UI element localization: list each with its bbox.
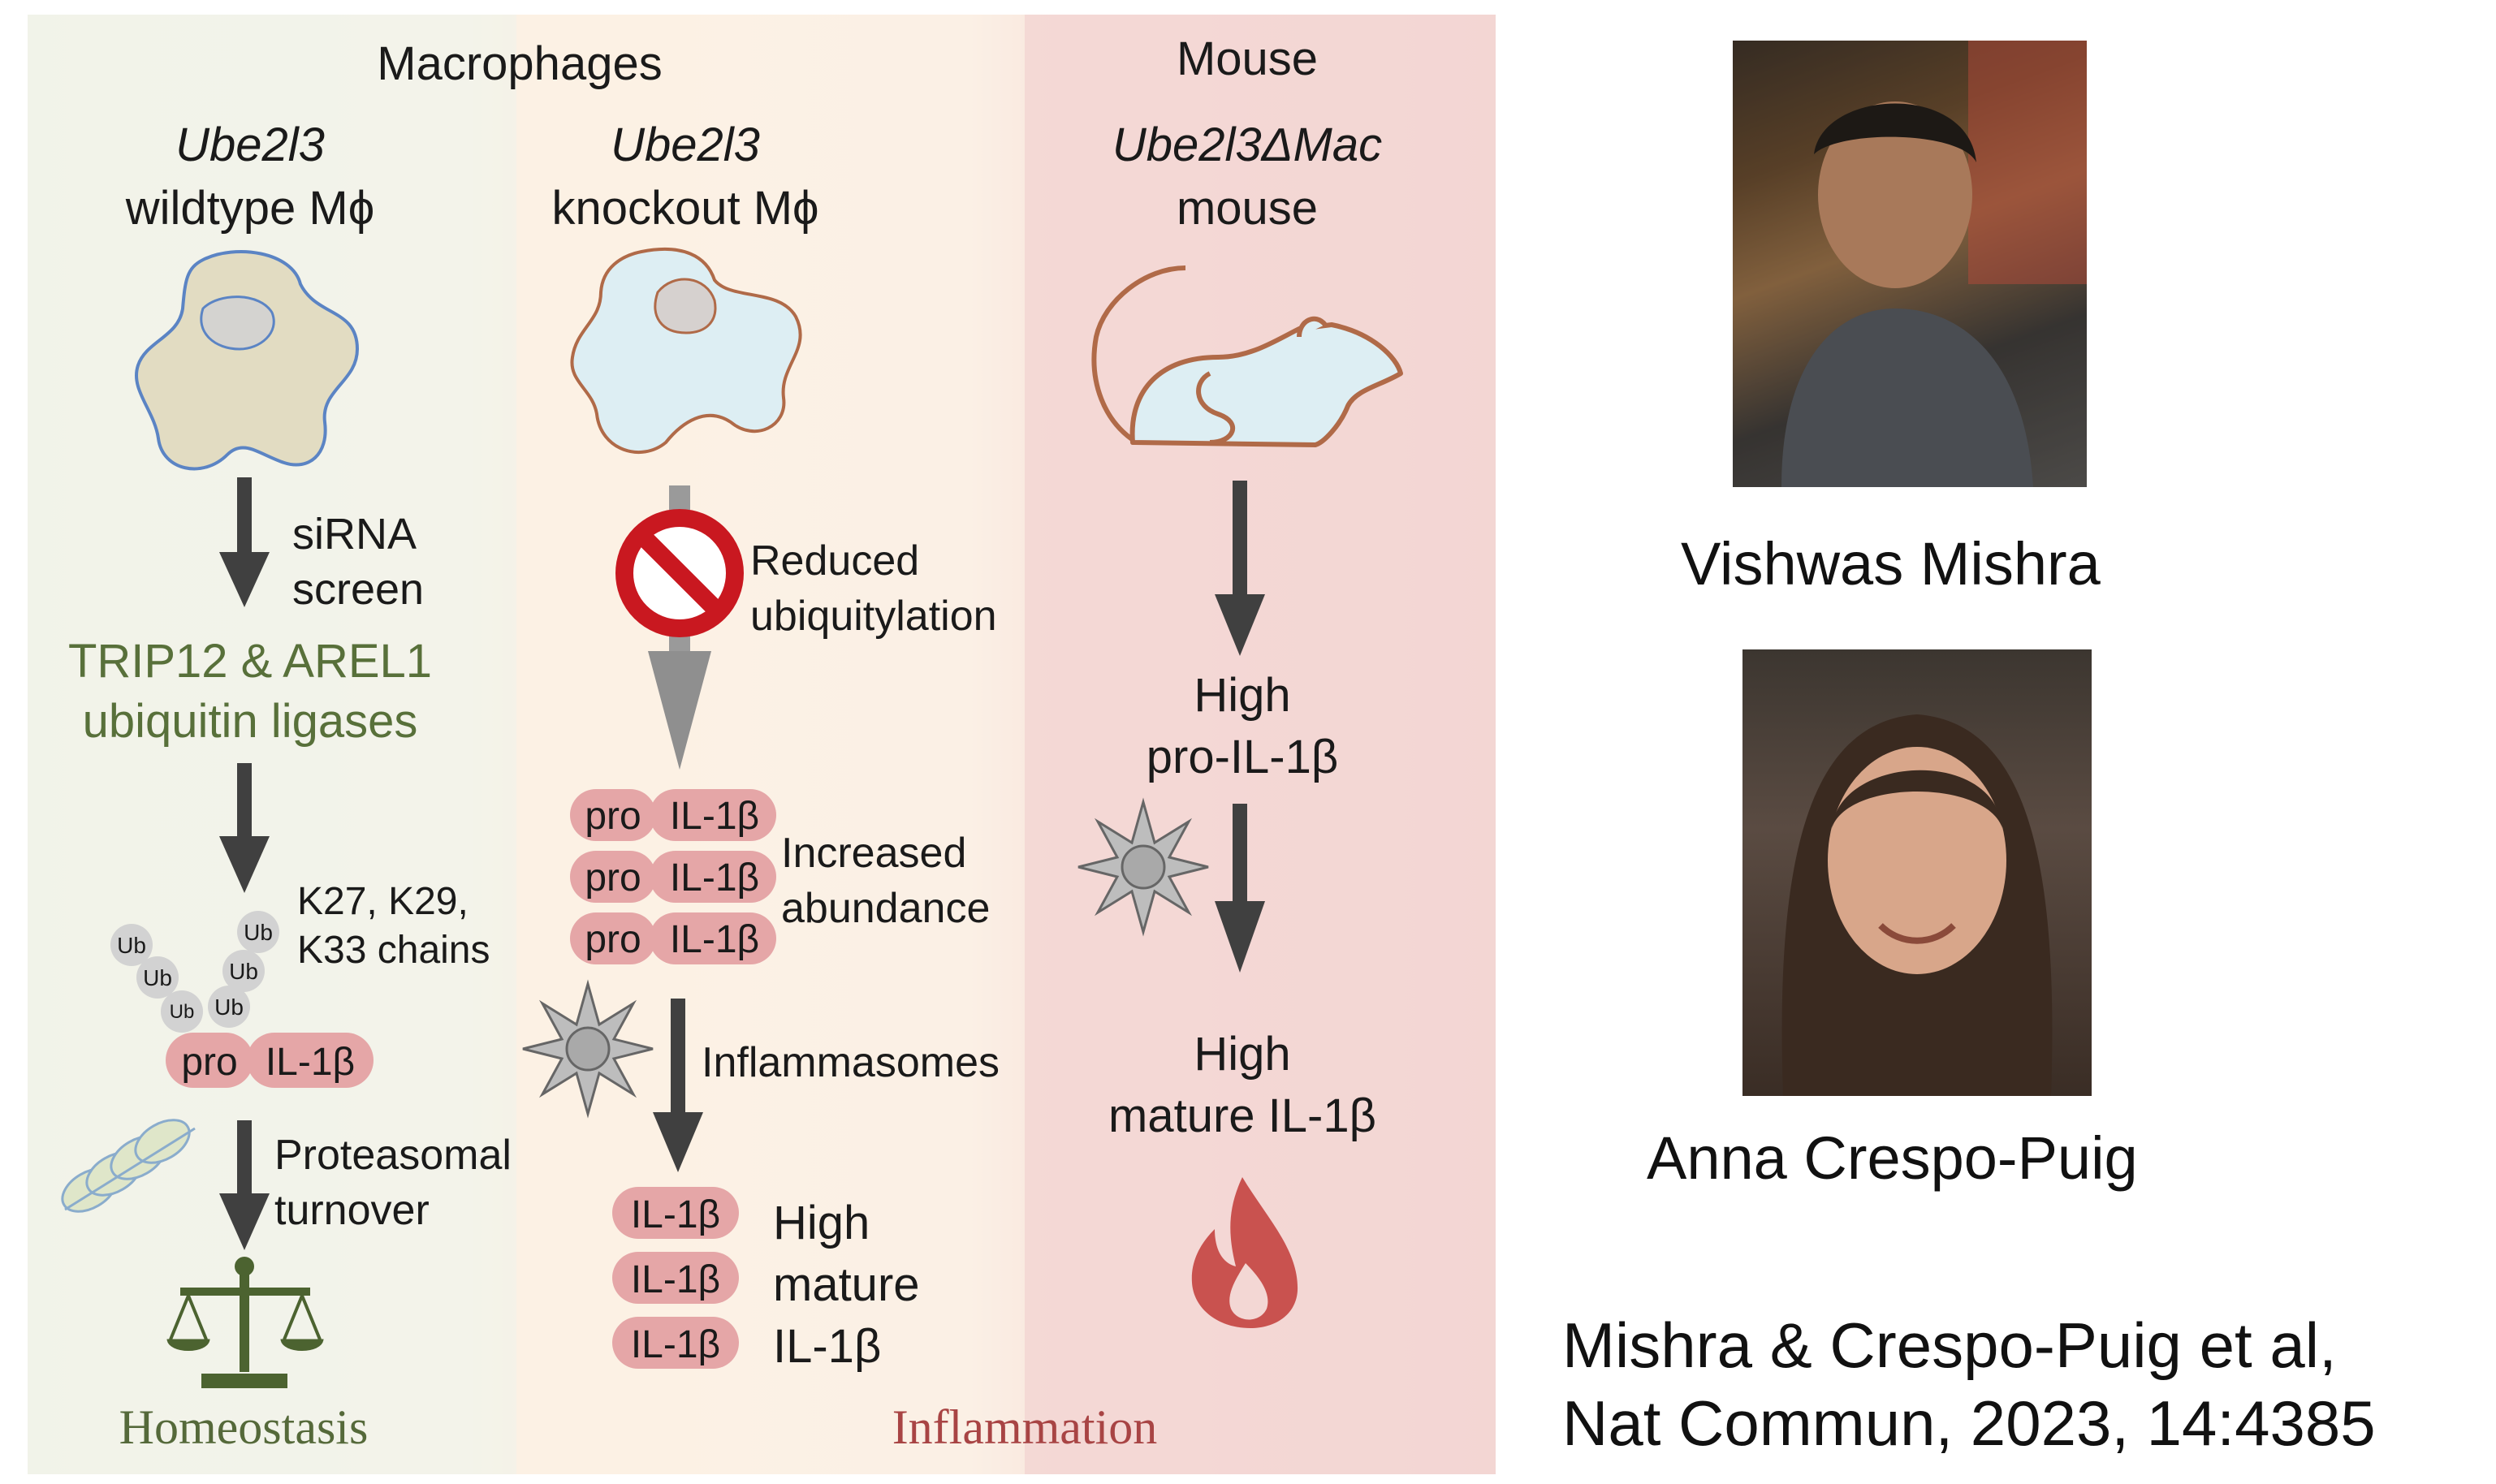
name-anna-crespo-puig: Anna Crespo-Puig bbox=[1647, 1124, 2138, 1192]
wildtype-macrophage-icon bbox=[135, 250, 360, 471]
mouse-mature-label-2: mature IL-1β bbox=[1108, 1089, 1376, 1142]
pill-il1b: IL-1β bbox=[631, 1193, 720, 1236]
arrow-mouse-1 bbox=[1215, 481, 1265, 656]
ubiquitin-ball bbox=[161, 990, 203, 1033]
mouse-gene: Ube2l3ΔMac bbox=[1112, 119, 1382, 171]
chains-label-1: K27, K29, bbox=[297, 880, 469, 923]
outcome-inflammation: Inflammation bbox=[892, 1400, 1158, 1454]
ub-label: Ub bbox=[229, 959, 258, 984]
turnover-label-2: turnover bbox=[274, 1187, 430, 1234]
inflammasome-icon bbox=[522, 979, 654, 1119]
arrow-mouse-2 bbox=[1215, 804, 1265, 973]
panel-macrophage-knockout bbox=[516, 15, 1025, 1474]
ub-label: Ub bbox=[143, 965, 172, 990]
pill-il1b: IL-1β bbox=[631, 1323, 720, 1366]
arrow-wildtype-3 bbox=[219, 1120, 270, 1250]
header-mouse: Mouse bbox=[1177, 32, 1318, 85]
header-macrophages: Macrophages bbox=[377, 37, 662, 90]
mouse-icon bbox=[1091, 265, 1403, 447]
mature-il1b-pill: IL-1β bbox=[612, 1252, 739, 1304]
pill-il1b: IL-1β bbox=[670, 856, 759, 899]
wildtype-gene: Ube2l3 bbox=[175, 119, 325, 171]
mouse-label: mouse bbox=[1177, 182, 1318, 235]
photo-vishwas-mishra bbox=[1733, 41, 2087, 487]
pill-pro: pro bbox=[585, 856, 641, 899]
ub-label: Ub bbox=[117, 933, 146, 958]
screen-label: screen bbox=[292, 565, 424, 614]
knockout-macrophage-icon bbox=[570, 247, 802, 455]
pro-il1b-pill-wildtype: pro IL-1β bbox=[166, 1033, 374, 1088]
pill-il1b: IL-1β bbox=[266, 1041, 355, 1084]
ligases-label-2: ubiquitin ligases bbox=[83, 695, 418, 748]
ub-label: Ub bbox=[214, 994, 244, 1020]
pill-il1b: IL-1β bbox=[670, 795, 759, 838]
arrow-knockout-2 bbox=[653, 999, 703, 1172]
chains-label-2: K33 chains bbox=[297, 929, 490, 972]
mouse-pro-label-1: High bbox=[1194, 669, 1290, 722]
pro-il1b-pill-knockout: pro IL-1β bbox=[570, 851, 776, 903]
siRNA-label: siRNA bbox=[292, 510, 417, 559]
ubiquitin-ball bbox=[110, 924, 153, 966]
pill-pro: pro bbox=[181, 1041, 237, 1084]
mature-il1b-pill: IL-1β bbox=[612, 1317, 739, 1369]
ubiquitin-ball bbox=[136, 956, 179, 999]
high-mature-label-2: mature bbox=[773, 1258, 920, 1311]
ubiquitin-ball bbox=[222, 950, 265, 992]
increased-label-2: abundance bbox=[781, 885, 990, 932]
prohibited-icon bbox=[615, 509, 744, 637]
ubiquitin-chain: Ub Ub Ub Ub Ub Ub bbox=[110, 911, 279, 1033]
pro-il1b-pill-knockout: pro IL-1β bbox=[570, 789, 776, 841]
pro-il1b-pill-knockout: pro IL-1β bbox=[570, 912, 776, 964]
knockout-label: knockout Mϕ bbox=[551, 182, 818, 235]
inflammasome-icon bbox=[1077, 797, 1209, 937]
name-vishwas-mishra: Vishwas Mishra bbox=[1681, 530, 2101, 597]
outcome-homeostasis: Homeostasis bbox=[119, 1400, 369, 1454]
flame-icon bbox=[1191, 1177, 1298, 1328]
high-mature-label-1: High bbox=[773, 1197, 870, 1249]
citation-line-1: Mishra & Crespo-Puig et al, bbox=[1562, 1309, 2337, 1381]
mature-il1b-pill: IL-1β bbox=[612, 1187, 739, 1239]
pill-il1b: IL-1β bbox=[631, 1258, 720, 1301]
pill-pro: pro bbox=[585, 918, 641, 961]
citation-line-2: Nat Commun, 2023, 14:4385 bbox=[1562, 1387, 2376, 1459]
wildtype-label: wildtype Mϕ bbox=[125, 182, 374, 235]
ubiquitin-ball bbox=[237, 911, 279, 953]
ubiquitin-ball bbox=[208, 986, 250, 1028]
ligases-label-1: TRIP12 & AREL1 bbox=[68, 635, 432, 688]
ub-label: Ub bbox=[170, 1001, 195, 1023]
increased-label-1: Increased bbox=[781, 830, 966, 877]
inflammasomes-label: Inflammasomes bbox=[702, 1039, 1000, 1086]
mouse-mature-label-1: High bbox=[1194, 1028, 1290, 1081]
arrow-wildtype-2 bbox=[219, 763, 270, 893]
reduced-label-2: ubiquitylation bbox=[750, 593, 997, 640]
proteasome-icon bbox=[61, 1119, 196, 1213]
pill-il1b: IL-1β bbox=[670, 918, 759, 961]
mouse-pro-label-2: pro-IL-1β bbox=[1147, 731, 1338, 783]
pill-pro: pro bbox=[585, 795, 641, 838]
arrow-wildtype-1 bbox=[219, 477, 270, 607]
photo-anna-crespo-puig bbox=[1742, 649, 2092, 1096]
balance-scale-icon bbox=[166, 1257, 324, 1388]
high-mature-label-3: IL-1β bbox=[773, 1320, 881, 1373]
turnover-label-1: Proteasomal bbox=[274, 1132, 512, 1179]
ub-label: Ub bbox=[244, 920, 273, 945]
knockout-gene: Ube2l3 bbox=[611, 119, 760, 171]
reduced-label-1: Reduced bbox=[750, 537, 919, 585]
